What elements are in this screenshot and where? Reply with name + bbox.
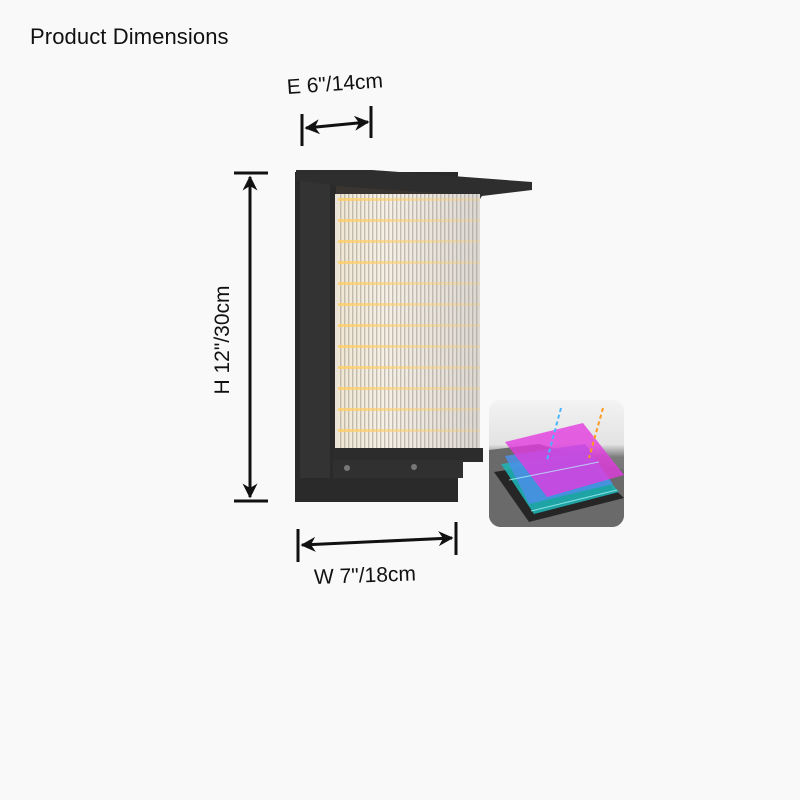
layered-filter-icon	[489, 400, 624, 527]
extension-dimension	[300, 106, 373, 146]
wall-lamp-illustration	[295, 170, 532, 502]
width-label: W 7"/18cm	[313, 562, 417, 589]
height-label: H 12"/30cm	[211, 285, 234, 395]
width-dimension	[296, 522, 458, 562]
page-title: Product Dimensions	[30, 24, 229, 49]
height-dimension	[234, 171, 268, 503]
